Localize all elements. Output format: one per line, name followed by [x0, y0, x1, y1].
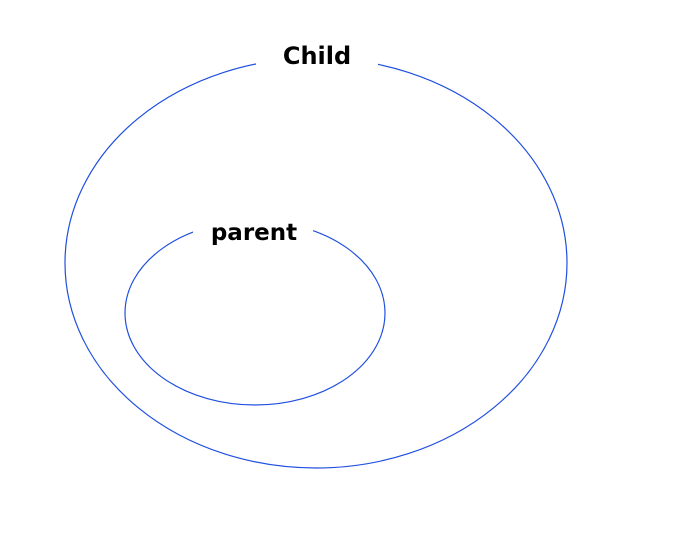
inner-set-label-background — [193, 215, 313, 251]
outer-set-label: Child — [283, 42, 351, 70]
inner-set-label: parent — [211, 220, 297, 246]
outer-set-outline — [64, 57, 568, 469]
outer-set-label-background — [256, 38, 378, 78]
outer-set-child: Child — [64, 38, 568, 469]
inner-set-parent: parent — [124, 215, 386, 406]
